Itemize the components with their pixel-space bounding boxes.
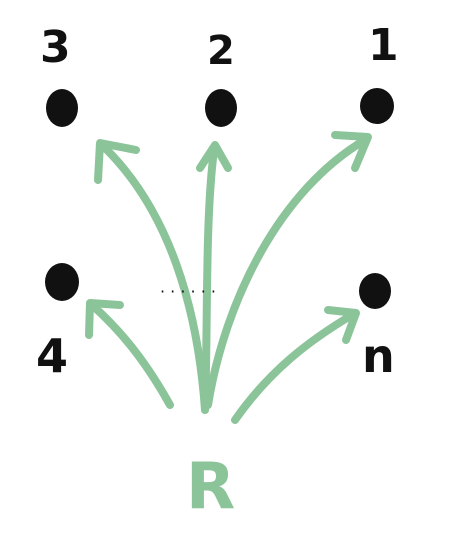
- node-n-dot: [359, 273, 391, 309]
- arrowhead-to-4: [85, 299, 124, 339]
- arrowhead-to-1: [331, 131, 372, 172]
- arrow-to-4: [88, 301, 174, 409]
- node-2-dot: [205, 89, 237, 127]
- root-label: R: [186, 450, 235, 524]
- node-1-label: 1: [368, 20, 399, 71]
- arrowhead-to-n: [324, 306, 360, 344]
- arrow-to-3: [98, 141, 209, 414]
- node-n-label: n: [362, 329, 395, 383]
- arrowhead-to-2: [196, 141, 232, 172]
- ellipsis: · · · · · ·: [160, 282, 216, 301]
- node-1-dot: [360, 88, 394, 124]
- arrow-to-1: [204, 136, 369, 409]
- node-4-label: 4: [36, 329, 68, 383]
- arrow-to-2: [201, 146, 218, 414]
- node-3-label: 3: [40, 22, 71, 73]
- node-3-dot: [46, 89, 78, 127]
- arrowhead-to-3: [94, 139, 140, 184]
- node-2-label: 2: [207, 28, 235, 74]
- node-4-dot: [45, 263, 79, 301]
- arrow-to-n: [231, 311, 356, 424]
